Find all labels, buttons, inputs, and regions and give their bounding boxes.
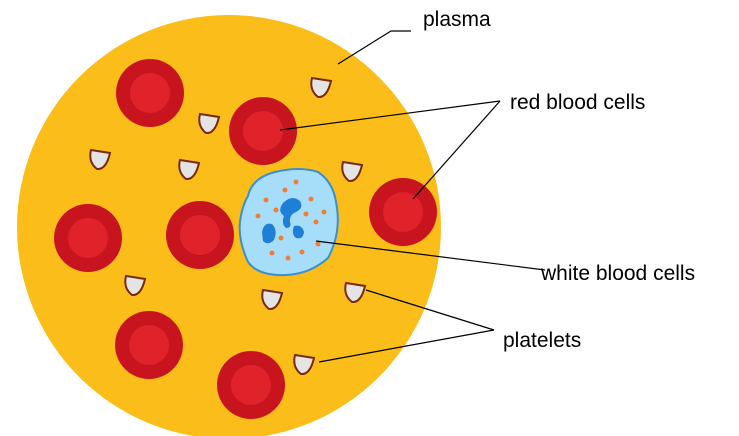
plasma-label: plasma — [423, 8, 491, 31]
red-blood-cell — [229, 97, 297, 165]
white-blood-cells-label: white blood cells — [540, 262, 695, 285]
platelets-label: platelets — [503, 329, 581, 352]
white-blood-cell — [240, 169, 338, 275]
red-blood-cell — [166, 201, 234, 269]
red-blood-cell — [217, 351, 285, 419]
red-blood-cell — [116, 59, 184, 127]
red-blood-cells-label: red blood cells — [510, 91, 645, 114]
red-blood-cell — [369, 178, 437, 246]
red-blood-cell — [115, 311, 183, 379]
red-blood-cell — [54, 204, 122, 272]
